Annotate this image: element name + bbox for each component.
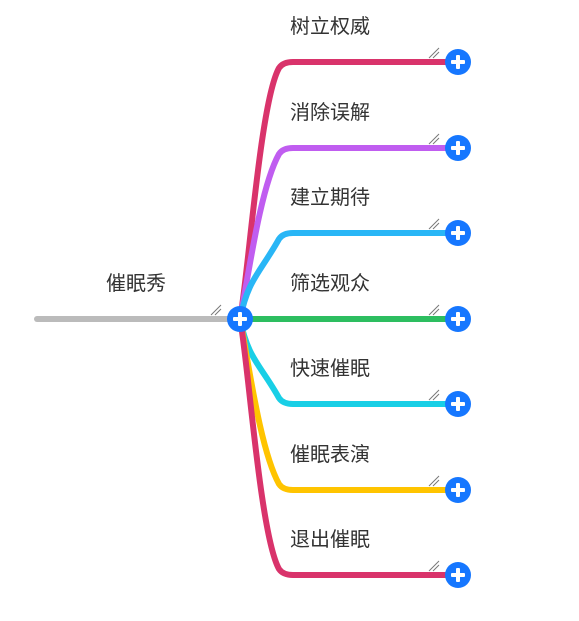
branch-node-label[interactable]: 树立权威	[290, 14, 370, 38]
resize-grip-icon[interactable]	[428, 133, 440, 145]
root-node-label[interactable]: 催眠秀	[106, 271, 166, 295]
branch-node-label[interactable]: 建立期待	[290, 185, 370, 209]
resize-grip-icon[interactable]	[428, 47, 440, 59]
root-expand-button[interactable]	[227, 306, 253, 332]
expand-button[interactable]	[445, 49, 471, 75]
expand-button[interactable]	[445, 135, 471, 161]
resize-grip-icon[interactable]	[428, 560, 440, 572]
expand-button[interactable]	[445, 477, 471, 503]
branch-line-7	[237, 316, 461, 578]
branch-node-label[interactable]: 催眠表演	[290, 442, 370, 466]
branch-node-label[interactable]: 消除误解	[290, 100, 370, 124]
resize-grip-icon[interactable]	[428, 218, 440, 230]
expand-button[interactable]	[445, 220, 471, 246]
resize-grip-icon[interactable]	[428, 389, 440, 401]
expand-button[interactable]	[445, 562, 471, 588]
resize-grip-icon[interactable]	[428, 304, 440, 316]
expand-button[interactable]	[445, 391, 471, 417]
branch-node-label[interactable]: 快速催眠	[290, 356, 370, 380]
branch-node-label[interactable]: 筛选观众	[290, 271, 370, 295]
root-resize-grip-icon[interactable]	[210, 304, 222, 316]
expand-button[interactable]	[445, 306, 471, 332]
branch-node-label[interactable]: 退出催眠	[290, 527, 370, 551]
branch-line-3	[237, 230, 461, 322]
resize-grip-icon[interactable]	[428, 475, 440, 487]
branch-line-2	[237, 145, 461, 322]
